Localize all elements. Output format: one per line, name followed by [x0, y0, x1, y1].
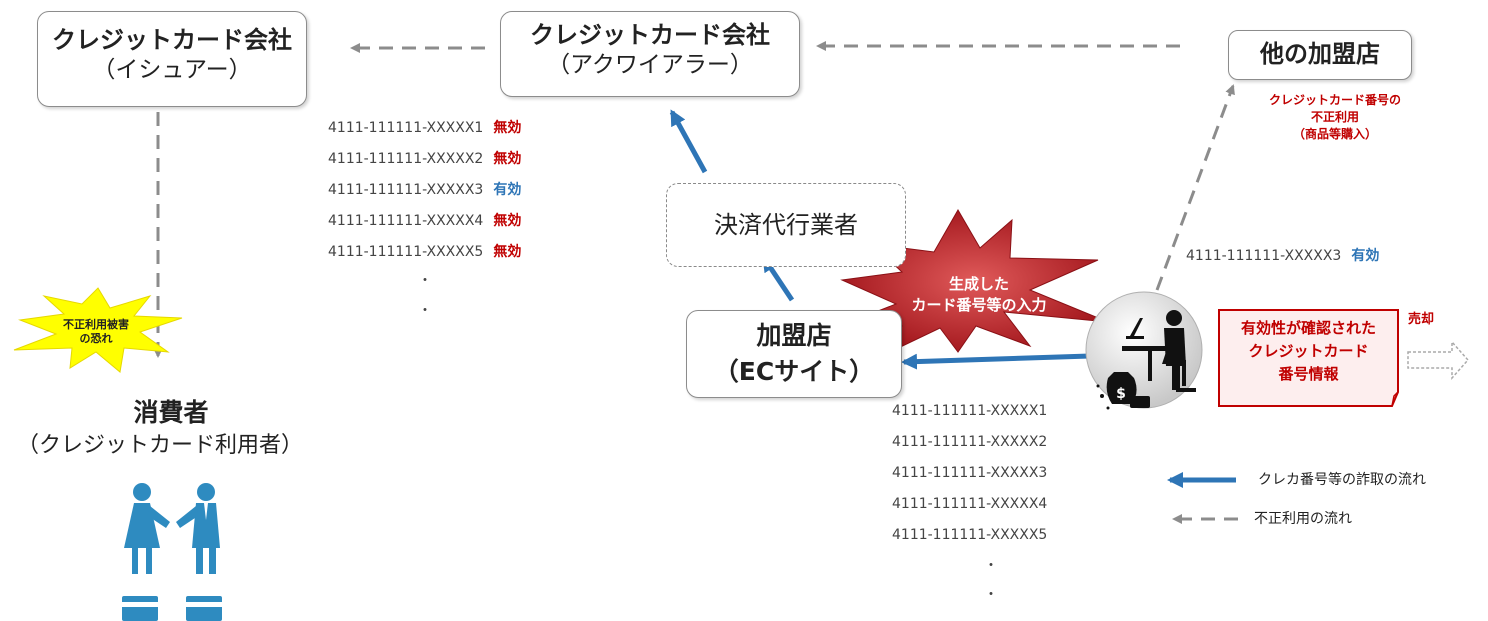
damage-burst-line1: 不正利用被害: [63, 318, 129, 331]
verified-info-card: [1218, 309, 1399, 407]
fraud-note-line1: クレジットカード番号の: [1268, 93, 1401, 107]
acquirer-box: クレジットカード会社 （アクワイアラー）: [500, 11, 800, 97]
verified-info-line2: クレジットカード: [1248, 342, 1369, 360]
test-result-status: 無効: [493, 244, 522, 260]
fraud-flow-arrow-fraudster-to-other: [1155, 84, 1235, 291]
ellipsis-dot: ・: [418, 303, 432, 319]
test-result-status: 無効: [493, 120, 522, 136]
test-result-number: 4111-111111-XXXXX4: [328, 213, 484, 229]
acquirer-title: クレジットカード会社: [530, 21, 770, 49]
legend-fraud-label: 不正利用の流れ: [1254, 511, 1352, 527]
verified-info-line3: 番号情報: [1278, 365, 1339, 383]
fraud-note-line2: 不正利用: [1310, 110, 1359, 124]
svg-text:$: $: [1116, 386, 1126, 402]
test-result-row: 4111-111111-XXXXX5 無効: [328, 241, 521, 261]
issuer-box: クレジットカード会社 （イシュアー）: [37, 11, 307, 107]
payment-agent-box: 決済代行業者: [666, 183, 906, 267]
test-result-number: 4111-111111-XXXXX2: [328, 151, 484, 167]
test-result-row: 4111-111111-XXXXX1 無効: [328, 117, 521, 137]
generated-number: 4111-111111-XXXXX2: [892, 434, 1048, 450]
generated-number: 4111-111111-XXXXX3: [892, 465, 1048, 481]
couple-icon: [124, 483, 220, 574]
theft-flow-arrow-fraudster-to-merchant: [901, 353, 1091, 370]
input-burst-text: 生成した カード番号等の入力: [866, 274, 1092, 316]
theft-flow-arrow-agent-to-acquirer: [669, 109, 708, 174]
test-result-status: 有効: [493, 182, 522, 198]
other-merchant-title: 他の加盟店: [1260, 40, 1380, 68]
consumer-title: 消費者: [133, 398, 209, 427]
test-result-status: 無効: [493, 213, 522, 229]
damage-burst-text: 不正利用被害 の恐れ: [42, 318, 150, 346]
ellipsis-dot: ・: [418, 273, 432, 289]
input-burst-line2: カード番号等の入力: [911, 296, 1047, 314]
fraudster-at-laptop-icon: $: [1096, 310, 1196, 410]
generated-number: 4111-111111-XXXXX5: [892, 527, 1048, 543]
other-merchant-box: 他の加盟店: [1228, 30, 1412, 80]
merchant-title-line2: （ECサイト）: [713, 357, 875, 386]
acquirer-subtitle: （アクワイアラー）: [547, 52, 753, 78]
credit-card-icon: [122, 596, 222, 621]
fraud-note-line3: （商品等購入）: [1292, 127, 1377, 141]
test-result-row: 4111-111111-XXXXX3 有効: [328, 179, 521, 199]
consumer-subtitle: （クレジットカード利用者）: [16, 433, 303, 458]
valid-card-top-status: 有効: [1351, 248, 1380, 264]
test-result-row: 4111-111111-XXXXX4 無効: [328, 210, 521, 230]
fraud-note: クレジットカード番号の 不正利用 （商品等購入）: [1250, 92, 1420, 143]
merchant-title-line1: 加盟店: [756, 321, 832, 350]
sale-label: 売却: [1408, 312, 1435, 327]
legend-theft-label: クレカ番号等の詐取の流れ: [1258, 472, 1426, 488]
verified-info-line1: 有効性が確認された: [1240, 319, 1376, 337]
issuer-subtitle: （イシュアー）: [92, 57, 252, 83]
test-result-number: 4111-111111-XXXXX5: [328, 244, 484, 260]
payment-agent-label: 決済代行業者: [714, 211, 858, 239]
sale-arrow-icon: [1407, 340, 1470, 380]
merchant-box: 加盟店 （ECサイト）: [686, 310, 902, 398]
issuer-title: クレジットカード会社: [52, 26, 292, 54]
test-result-number: 4111-111111-XXXXX3: [328, 182, 484, 198]
valid-card-top: 4111-111111-XXXXX3 有効: [1186, 245, 1379, 265]
damage-burst-line2: の恐れ: [79, 332, 113, 345]
input-burst-line1: 生成した: [948, 275, 1009, 293]
generated-number: 4111-111111-XXXXX1: [892, 403, 1048, 419]
verified-info-text: 有効性が確認された クレジットカード 番号情報: [1219, 317, 1398, 386]
generated-number: 4111-111111-XXXXX4: [892, 496, 1048, 512]
test-result-row: 4111-111111-XXXXX2 無効: [328, 148, 521, 168]
ellipsis-dot: ・: [984, 587, 998, 603]
ellipsis-dot: ・: [984, 558, 998, 574]
test-result-number: 4111-111111-XXXXX1: [328, 120, 484, 136]
test-result-status: 無効: [493, 151, 522, 167]
damage-burst-shape: [13, 287, 183, 373]
valid-card-top-number: 4111-111111-XXXXX3: [1186, 248, 1342, 264]
